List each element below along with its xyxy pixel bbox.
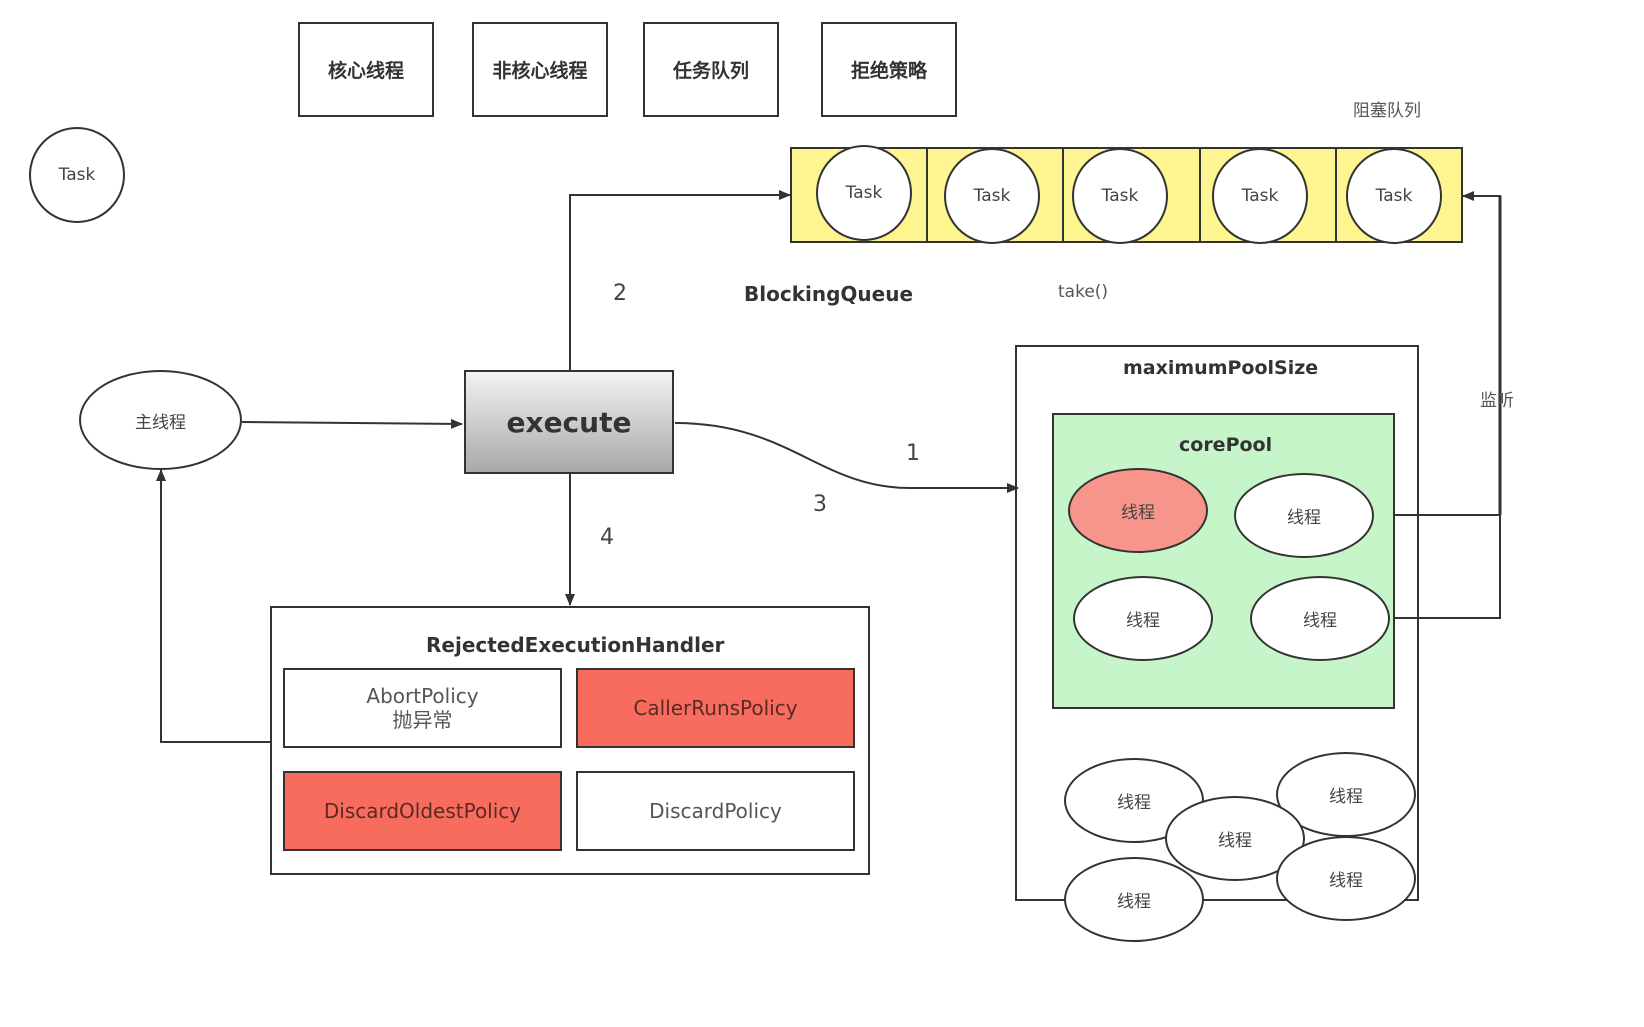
queue-slot xyxy=(1201,149,1337,241)
policy-caller-runs: CallerRunsPolicy xyxy=(576,668,855,748)
legend-core-thread: 核心线程 xyxy=(298,22,434,117)
policy-name: CallerRunsPolicy xyxy=(633,696,798,720)
maximum-pool-box xyxy=(1015,345,1419,901)
arrow-execute-to-pool xyxy=(674,422,1019,493)
extra-thread-node: 线程 xyxy=(1064,857,1204,942)
core-thread-node-active: 线程 xyxy=(1068,468,1208,553)
policy-discard-oldest: DiscardOldestPolicy xyxy=(283,771,562,851)
policy-discard: DiscardPolicy xyxy=(576,771,855,851)
queue-slot xyxy=(792,149,928,241)
core-pool-box xyxy=(1052,413,1395,709)
legend-non-core-thread: 非核心线程 xyxy=(472,22,608,117)
monitor-label: 监听 xyxy=(1480,391,1514,411)
policy-name: DiscardOldestPolicy xyxy=(323,799,522,823)
queue-task-node: Task xyxy=(1072,148,1168,244)
queue-caption: 阻塞队列 xyxy=(1353,101,1421,121)
core-thread-node: 线程 xyxy=(1234,473,1374,558)
path-number-1: 1 xyxy=(906,441,920,466)
legend-reject-policy: 拒绝策略 xyxy=(821,22,957,117)
queue-task-node: Task xyxy=(1346,148,1442,244)
extra-thread-node: 线程 xyxy=(1165,796,1305,881)
path-number-4: 4 xyxy=(600,525,614,550)
policy-note: 抛异常 xyxy=(392,708,453,732)
policy-abort: AbortPolicy 抛异常 xyxy=(283,668,562,748)
queue-slot xyxy=(1064,149,1201,241)
core-pool-title: corePool xyxy=(1179,434,1273,456)
arrow-execute-to-queue xyxy=(569,190,791,370)
core-thread-node: 线程 xyxy=(1073,576,1213,661)
path-number-2: 2 xyxy=(613,281,627,306)
legend-task-queue: 任务队列 xyxy=(643,22,779,117)
main-thread-node: 主线程 xyxy=(79,370,242,470)
queue-task-node: Task xyxy=(816,145,912,241)
arrow-handler-to-main xyxy=(156,469,270,743)
core-thread-node: 线程 xyxy=(1250,576,1390,661)
arrow-main-to-execute xyxy=(241,418,463,429)
queue-task-node: Task xyxy=(944,148,1040,244)
standalone-task-node: Task xyxy=(29,127,125,223)
path-number-3: 3 xyxy=(813,492,827,517)
queue-slot xyxy=(928,149,1064,241)
policy-name: AbortPolicy xyxy=(366,684,479,708)
rejected-handler-title: RejectedExecutionHandler xyxy=(426,633,725,657)
extra-thread-node: 线程 xyxy=(1276,836,1416,921)
maximum-pool-title: maximumPoolSize xyxy=(1123,357,1319,379)
policy-name: DiscardPolicy xyxy=(649,799,782,823)
take-label: take() xyxy=(1058,282,1109,302)
execute-box: execute xyxy=(464,370,674,474)
queue-task-node: Task xyxy=(1212,148,1308,244)
queue-name: BlockingQueue xyxy=(744,282,914,306)
